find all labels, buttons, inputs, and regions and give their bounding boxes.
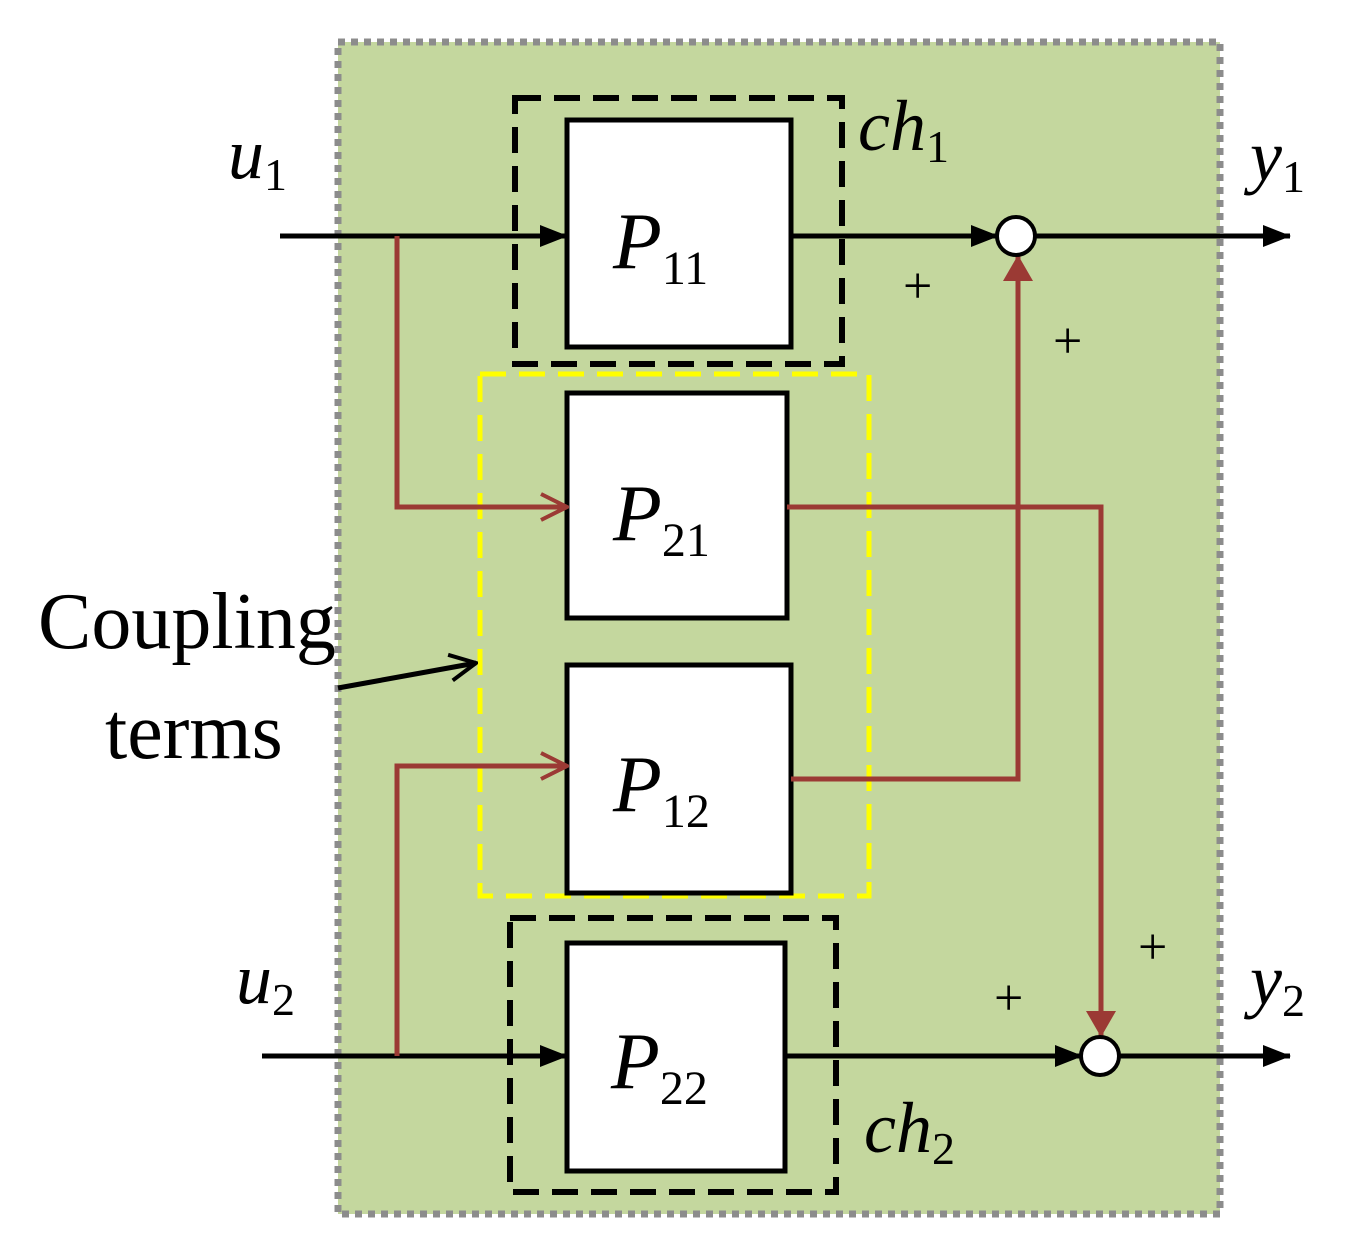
block-p12 bbox=[564, 662, 794, 896]
label-p11: P11 bbox=[612, 198, 708, 295]
block-p11 bbox=[564, 117, 794, 350]
coupling-annotation-arrow bbox=[337, 663, 476, 691]
sign-sum1-left: + bbox=[903, 258, 932, 315]
sign-sum2-top: + bbox=[1138, 919, 1167, 976]
summing-junction-2 bbox=[1079, 1035, 1121, 1077]
label-u2: u2 bbox=[236, 939, 295, 1025]
label-p12: P12 bbox=[612, 741, 710, 838]
label-p22: P22 bbox=[610, 1018, 708, 1115]
label-ch1: ch1 bbox=[858, 86, 949, 172]
coupling-terms-box bbox=[477, 371, 872, 899]
p21-to-sum2-line bbox=[787, 504, 1116, 1037]
p12-to-sum1-line bbox=[791, 255, 1033, 782]
block-p22 bbox=[564, 940, 788, 1174]
sign-sum1-bottom: + bbox=[1053, 313, 1082, 370]
channel-1-box bbox=[512, 95, 845, 367]
label-p21: P21 bbox=[612, 470, 710, 567]
annotation-line-1: Coupling bbox=[38, 578, 336, 666]
summing-junction-1 bbox=[995, 215, 1037, 257]
annotation-line-2: terms bbox=[105, 688, 283, 776]
block-p21 bbox=[564, 390, 790, 621]
sign-sum2-left: + bbox=[994, 970, 1023, 1027]
label-y2: y2 bbox=[1243, 940, 1305, 1026]
u2-to-p12-line bbox=[394, 766, 567, 1056]
u1-to-p21-line bbox=[394, 236, 567, 507]
label-u1: u1 bbox=[228, 114, 287, 200]
label-ch2: ch2 bbox=[864, 1088, 955, 1174]
label-y1: y1 bbox=[1243, 116, 1305, 202]
